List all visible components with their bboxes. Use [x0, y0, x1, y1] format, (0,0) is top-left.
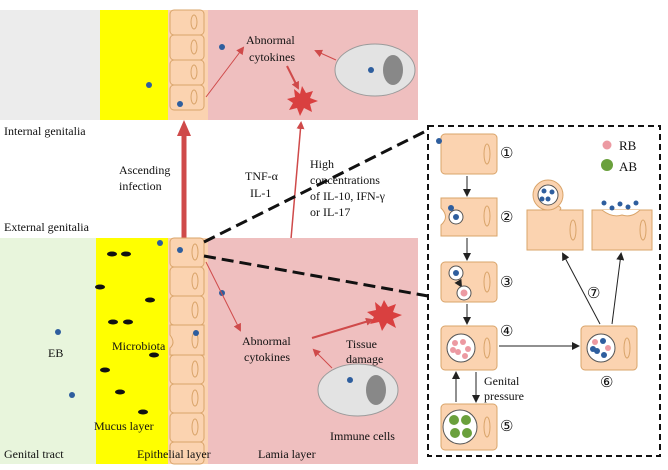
zoom-line-bottom: [203, 254, 429, 298]
arrow-immune-to-cytokines-bottom: [312, 348, 333, 369]
genital-tract-label: Genital tract: [4, 447, 64, 461]
step-5-marker: ⑤: [500, 419, 513, 435]
high-conc-line2: concentrations: [310, 173, 380, 187]
developmental-cycle-inset: RB AB: [427, 125, 661, 457]
epithelial-cells-bottom: [169, 237, 205, 465]
mucus-region-bottom: [96, 238, 168, 464]
step-1-marker: ①: [500, 146, 513, 162]
tissue-damage-star-top: [287, 86, 318, 116]
inclusion-step5: [442, 409, 478, 445]
immune-cells-label: Immune cells: [330, 429, 395, 443]
abnormal-cytokines-top-line2: cytokines: [249, 50, 295, 64]
released-eb: [601, 200, 607, 206]
high-conc-line3: of IL-10, IFN-γ: [310, 189, 386, 203]
il1-label: IL-1: [250, 186, 271, 200]
epithelial-cells-top: [169, 9, 205, 111]
genital-tract-region: [0, 238, 96, 464]
arrow-cytokines-to-damage-top: [286, 65, 299, 90]
ascending-infection-label-line1: Ascending: [119, 163, 170, 177]
step-2-marker: ②: [500, 210, 513, 226]
arrow-6-to-lysis: [611, 252, 625, 325]
eb-particle: [193, 330, 199, 336]
lysis-opening: [601, 209, 641, 217]
microbiota-label: Microbiota: [112, 339, 166, 353]
legend-rb-label: RB: [619, 138, 637, 153]
eb-particle: [55, 329, 61, 335]
eb-particle: [177, 101, 183, 107]
eb-attaching: [436, 138, 442, 144]
lamia-layer-label: Lamia layer: [258, 447, 316, 461]
external-genitalia-label: External genitalia: [4, 220, 90, 234]
external-genitalia-panel: Abnormal cytokines Tissue damage Immune …: [0, 237, 418, 465]
step-4-marker: ④: [500, 324, 513, 340]
eb-particle: [69, 392, 75, 398]
eb-particle: [368, 67, 374, 73]
step-7-marker: ⑦: [587, 286, 600, 302]
ascending-infection-label-line2: infection: [119, 179, 162, 193]
step-6-marker: ⑥: [600, 375, 613, 391]
genital-pressure-line1: Genital: [484, 374, 520, 388]
eb-particle: [146, 82, 152, 88]
abnormal-cytokines-top-line1: Abnormal: [246, 33, 295, 47]
tnf-alpha-label: TNF-α: [245, 169, 279, 183]
immune-cell-nucleus: [383, 55, 403, 85]
microbiota-bacteria: [95, 251, 159, 415]
legend-ab-label: AB: [619, 159, 637, 174]
internal-genitalia-label: Internal genitalia: [4, 124, 86, 138]
eb-particle: [177, 247, 183, 253]
zoom-line-top: [203, 128, 429, 244]
legend-rb-swatch: [602, 140, 612, 150]
arrow-to-cytokines-top: [205, 46, 245, 98]
mucus-layer-label: Mucus layer: [94, 419, 154, 433]
high-conc-line4: or IL-17: [310, 205, 350, 219]
immune-cell-nucleus: [366, 375, 386, 405]
inclusion-vacuole: [537, 184, 559, 206]
eb-label: EB: [48, 346, 63, 360]
lumen-region: [0, 10, 100, 120]
epithelial-layer-label: Epithelial layer: [137, 447, 211, 461]
abnormal-cytokines-bottom-line2: cytokines: [244, 350, 290, 364]
arrow-immune-to-cytokines-top: [314, 49, 337, 61]
genital-pressure-line2: pressure: [484, 389, 524, 403]
internal-genitalia-panel: Abnormal cytokines: [0, 9, 418, 120]
high-conc-line1: High: [310, 157, 334, 171]
eb-particle: [347, 377, 353, 383]
tissue-damage-label-line1: Tissue: [346, 337, 377, 351]
mucus-region-top: [100, 10, 168, 120]
tissue-damage-label-line2: damage: [346, 352, 383, 366]
abnormal-cytokines-bottom-line1: Abnormal: [242, 334, 291, 348]
arrow-to-cytokines-bottom: [205, 261, 241, 332]
cycle-cell-step2: [440, 197, 498, 237]
arrow-6-to-exocytosis: [562, 252, 601, 325]
arrow-cytokines-to-damage-bottom: [311, 317, 374, 339]
eb-particle: [157, 240, 163, 246]
eb-particle: [219, 44, 225, 50]
step-3-marker: ③: [500, 275, 513, 291]
tissue-damage-star-bottom: [367, 300, 402, 331]
legend-ab-swatch: [601, 159, 613, 171]
cycle-cell-step1: [440, 133, 498, 175]
